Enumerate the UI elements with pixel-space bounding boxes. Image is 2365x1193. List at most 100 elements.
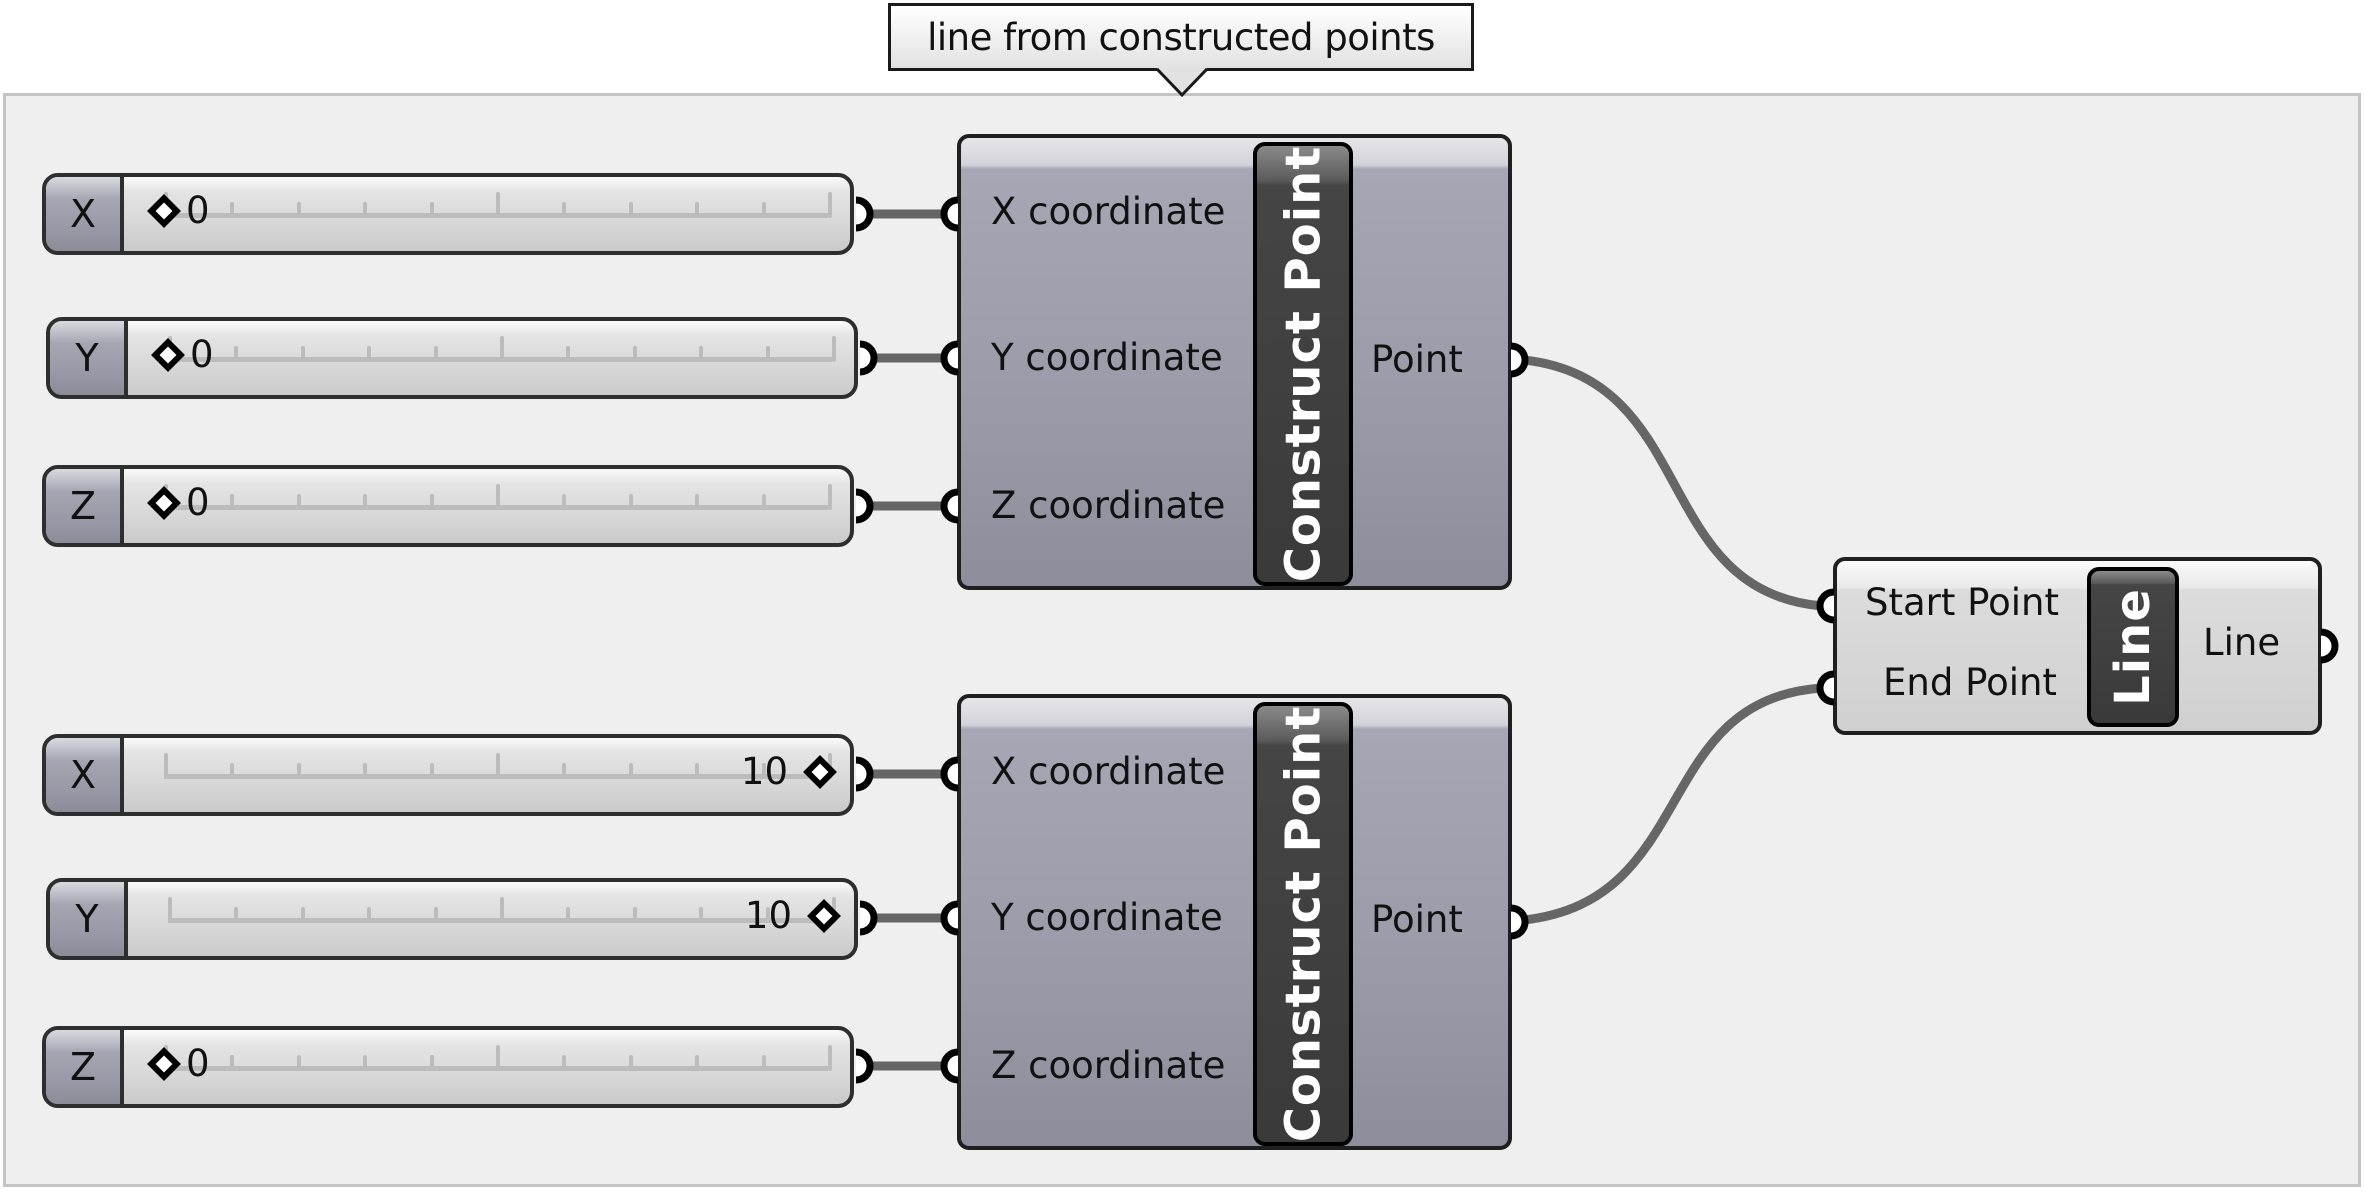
- slider-value: 10: [740, 750, 788, 793]
- slider-tick: [429, 1055, 434, 1071]
- slider-tick: [761, 202, 766, 218]
- slider-name-label: X: [46, 738, 124, 812]
- slider-tick: [628, 763, 633, 779]
- slider-tick: [832, 336, 836, 362]
- slider-tick: [632, 907, 637, 923]
- number-slider[interactable]: X 10: [42, 734, 854, 816]
- slider-tick: [164, 753, 168, 779]
- construct-point-component-2[interactable]: X coordinate Y coordinate Z coordinate C…: [957, 694, 1512, 1150]
- slider-tick: [429, 202, 434, 218]
- component-title: Construct Point: [1275, 145, 1332, 583]
- slider-tick: [234, 907, 239, 923]
- slider-track-area[interactable]: 0: [128, 321, 854, 395]
- output-point[interactable]: Point: [1371, 338, 1463, 381]
- slider-tick: [562, 1055, 567, 1071]
- slider-tick: [500, 897, 504, 923]
- slider-tick: [628, 1055, 633, 1071]
- slider-track-area[interactable]: 0: [124, 469, 850, 543]
- line-component[interactable]: Start Point End Point Line Line: [1833, 557, 2322, 735]
- slider-tick: [496, 192, 500, 218]
- slider-tick: [828, 484, 832, 510]
- slider-tick: [761, 494, 766, 510]
- slider-tick: [566, 346, 571, 362]
- slider-track[interactable]: [164, 753, 832, 779]
- slider-track[interactable]: [164, 1045, 832, 1071]
- input-z-coordinate[interactable]: Z coordinate: [991, 1044, 1226, 1087]
- input-end-point[interactable]: End Point: [1883, 661, 2057, 704]
- construct-point-component-1[interactable]: X coordinate Y coordinate Z coordinate C…: [957, 134, 1512, 590]
- slider-track[interactable]: [164, 192, 832, 218]
- slider-tick: [296, 494, 301, 510]
- slider-tick: [230, 202, 235, 218]
- slider-grip-icon[interactable]: [147, 194, 181, 228]
- slider-grip-icon[interactable]: [147, 1047, 181, 1081]
- slider-track[interactable]: [168, 336, 836, 362]
- slider-tick: [828, 192, 832, 218]
- slider-name-label: X: [46, 177, 124, 251]
- input-y-coordinate[interactable]: Y coordinate: [991, 336, 1223, 379]
- output-point[interactable]: Point: [1371, 898, 1463, 941]
- output-line[interactable]: Line: [2203, 621, 2281, 664]
- slider-tick: [695, 202, 700, 218]
- slider-tick: [296, 1055, 301, 1071]
- component-title: Line: [2105, 588, 2162, 706]
- slider-tick: [363, 494, 368, 510]
- slider-track-area[interactable]: 10: [124, 738, 850, 812]
- input-start-point[interactable]: Start Point: [1865, 581, 2060, 624]
- slider-tick: [296, 763, 301, 779]
- tooltip-pointer-icon: [1156, 68, 1208, 98]
- slider-tick: [496, 753, 500, 779]
- component-title-pill: Line: [2087, 567, 2179, 727]
- input-x-coordinate[interactable]: X coordinate: [991, 750, 1226, 793]
- component-title: Construct Point: [1275, 705, 1332, 1143]
- slider-value: 0: [186, 481, 210, 524]
- slider-tick: [765, 907, 770, 923]
- slider-track-area[interactable]: 0: [124, 1030, 850, 1104]
- slider-tick: [367, 907, 372, 923]
- slider-tick: [628, 202, 633, 218]
- slider-track[interactable]: [164, 484, 832, 510]
- slider-tick: [562, 494, 567, 510]
- input-x-coordinate[interactable]: X coordinate: [991, 190, 1226, 233]
- slider-tick: [632, 346, 637, 362]
- group-label-tooltip: line from constructed points: [888, 3, 1474, 71]
- slider-tick: [761, 1055, 766, 1071]
- group-label-text: line from constructed points: [927, 15, 1435, 59]
- slider-tick: [828, 1045, 832, 1071]
- slider-name-label: Y: [50, 882, 128, 956]
- slider-track-area[interactable]: 0: [124, 177, 850, 251]
- slider-tick: [695, 1055, 700, 1071]
- slider-tick: [695, 494, 700, 510]
- slider-tick: [566, 907, 571, 923]
- slider-tick: [363, 1055, 368, 1071]
- slider-tick: [234, 346, 239, 362]
- slider-tick: [500, 336, 504, 362]
- slider-track-area[interactable]: 10: [128, 882, 854, 956]
- slider-tick: [562, 763, 567, 779]
- slider-track[interactable]: [168, 897, 836, 923]
- slider-name-label: Y: [50, 321, 128, 395]
- component-title-pill: Construct Point: [1253, 702, 1353, 1146]
- slider-tick: [699, 907, 704, 923]
- slider-value: 0: [186, 1042, 210, 1085]
- slider-grip-icon[interactable]: [147, 486, 181, 520]
- slider-grip-icon[interactable]: [151, 338, 185, 372]
- input-y-coordinate[interactable]: Y coordinate: [991, 896, 1223, 939]
- component-title-pill: Construct Point: [1253, 142, 1353, 586]
- slider-tick: [761, 763, 766, 779]
- slider-name-label: Z: [46, 1030, 124, 1104]
- slider-tick: [296, 202, 301, 218]
- slider-tick: [562, 202, 567, 218]
- slider-tick: [363, 763, 368, 779]
- slider-tick: [429, 494, 434, 510]
- slider-tick: [168, 897, 172, 923]
- input-z-coordinate[interactable]: Z coordinate: [991, 484, 1226, 527]
- slider-tick: [695, 763, 700, 779]
- slider-tick: [628, 494, 633, 510]
- slider-tick: [300, 907, 305, 923]
